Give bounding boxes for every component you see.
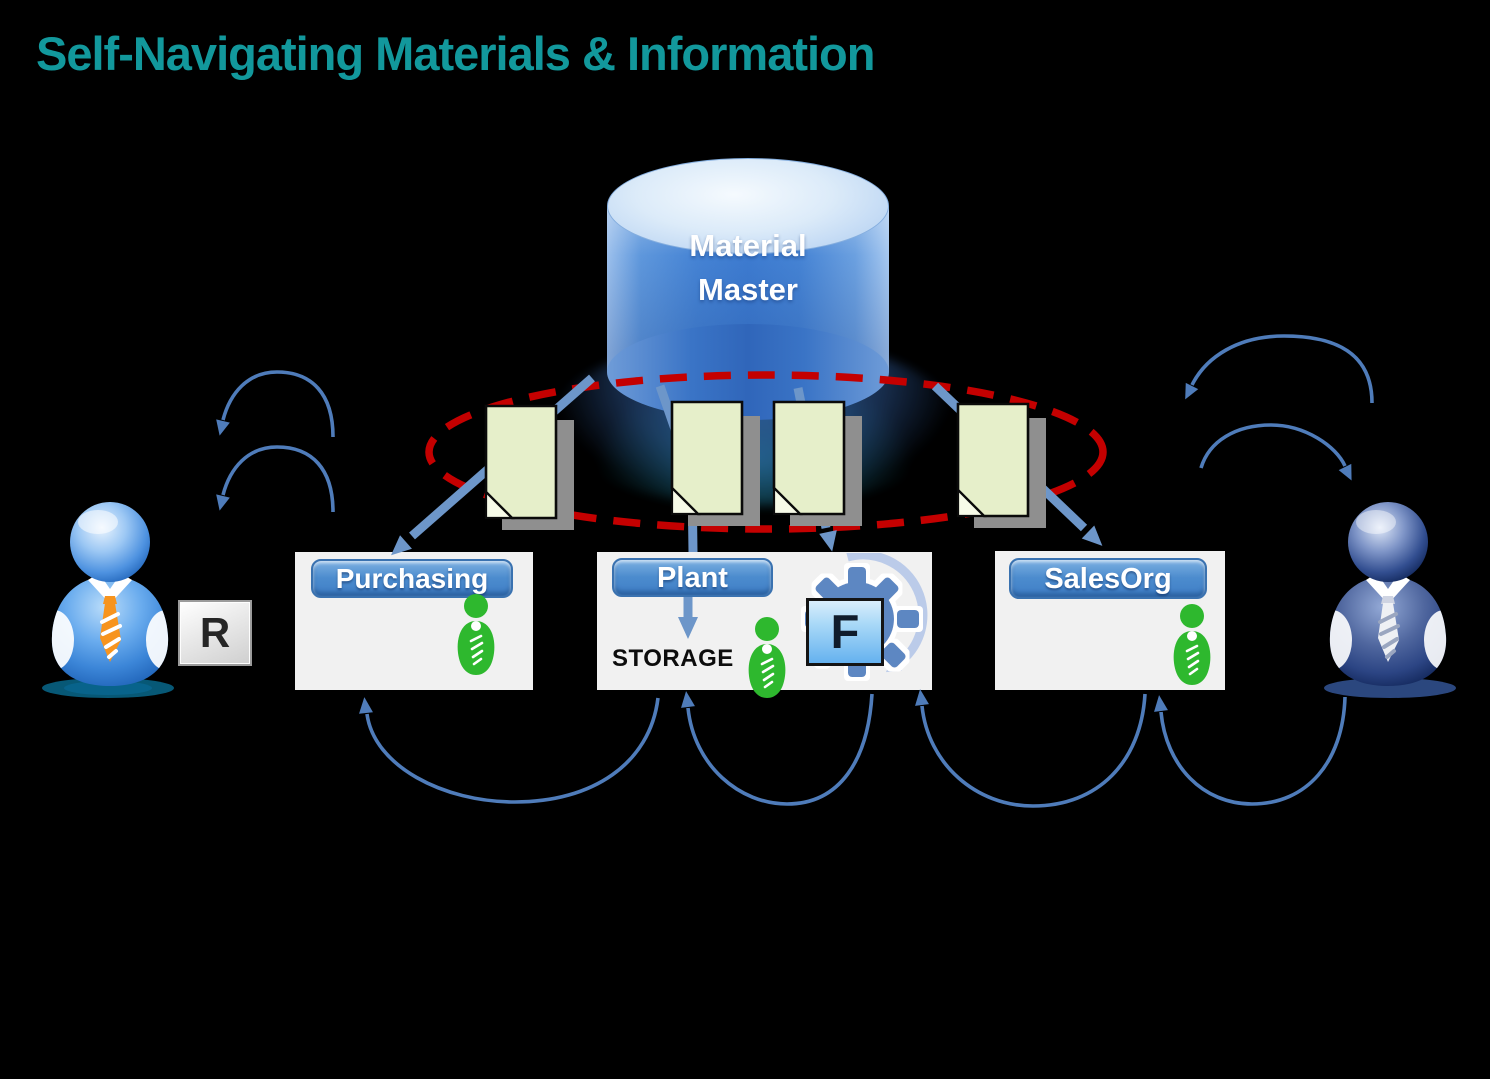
material-master-cylinder: Material Master — [607, 158, 889, 420]
cylinder-label: Material Master — [607, 224, 889, 312]
loop-arc-right-bottom — [1199, 423, 1352, 481]
loop-arc-left-bottom — [216, 445, 335, 513]
user-figure-blue — [42, 502, 174, 698]
loop-arc-bottom-3 — [915, 689, 1147, 808]
r-badge: R — [178, 600, 252, 666]
green-person-icon — [748, 617, 786, 698]
salesorg-header: SalesOrg — [1009, 558, 1207, 599]
page-title: Self-Navigating Materials & Information — [36, 27, 875, 80]
loop-arc-left-top — [216, 370, 335, 438]
document-icon — [484, 404, 574, 530]
green-person-icon — [1173, 604, 1211, 685]
database-cylinder-icon — [607, 158, 889, 254]
process-letter-badge: F — [806, 598, 884, 666]
loop-arc-bottom-1 — [359, 697, 660, 804]
document-icon — [772, 400, 862, 526]
document-icon — [956, 402, 1046, 528]
loop-arc-bottom-4 — [1154, 695, 1347, 806]
salesorg-box: SalesOrg — [995, 551, 1225, 690]
purchasing-header: Purchasing — [311, 559, 513, 598]
loop-arc-bottom-2 — [681, 691, 874, 806]
cylinder-label-line2: Master — [698, 272, 798, 307]
purchasing-box: Purchasing — [295, 552, 533, 690]
cylinder-label-line1: Material — [689, 228, 807, 263]
storage-label: STORAGE — [612, 645, 734, 672]
plant-box: F Plant STORAGE — [597, 552, 932, 698]
green-person-icon — [457, 594, 495, 675]
user-figure-navy — [1324, 502, 1456, 698]
document-icon — [670, 400, 760, 526]
plant-header: Plant — [612, 558, 773, 597]
loop-arc-right-top — [1185, 334, 1374, 404]
